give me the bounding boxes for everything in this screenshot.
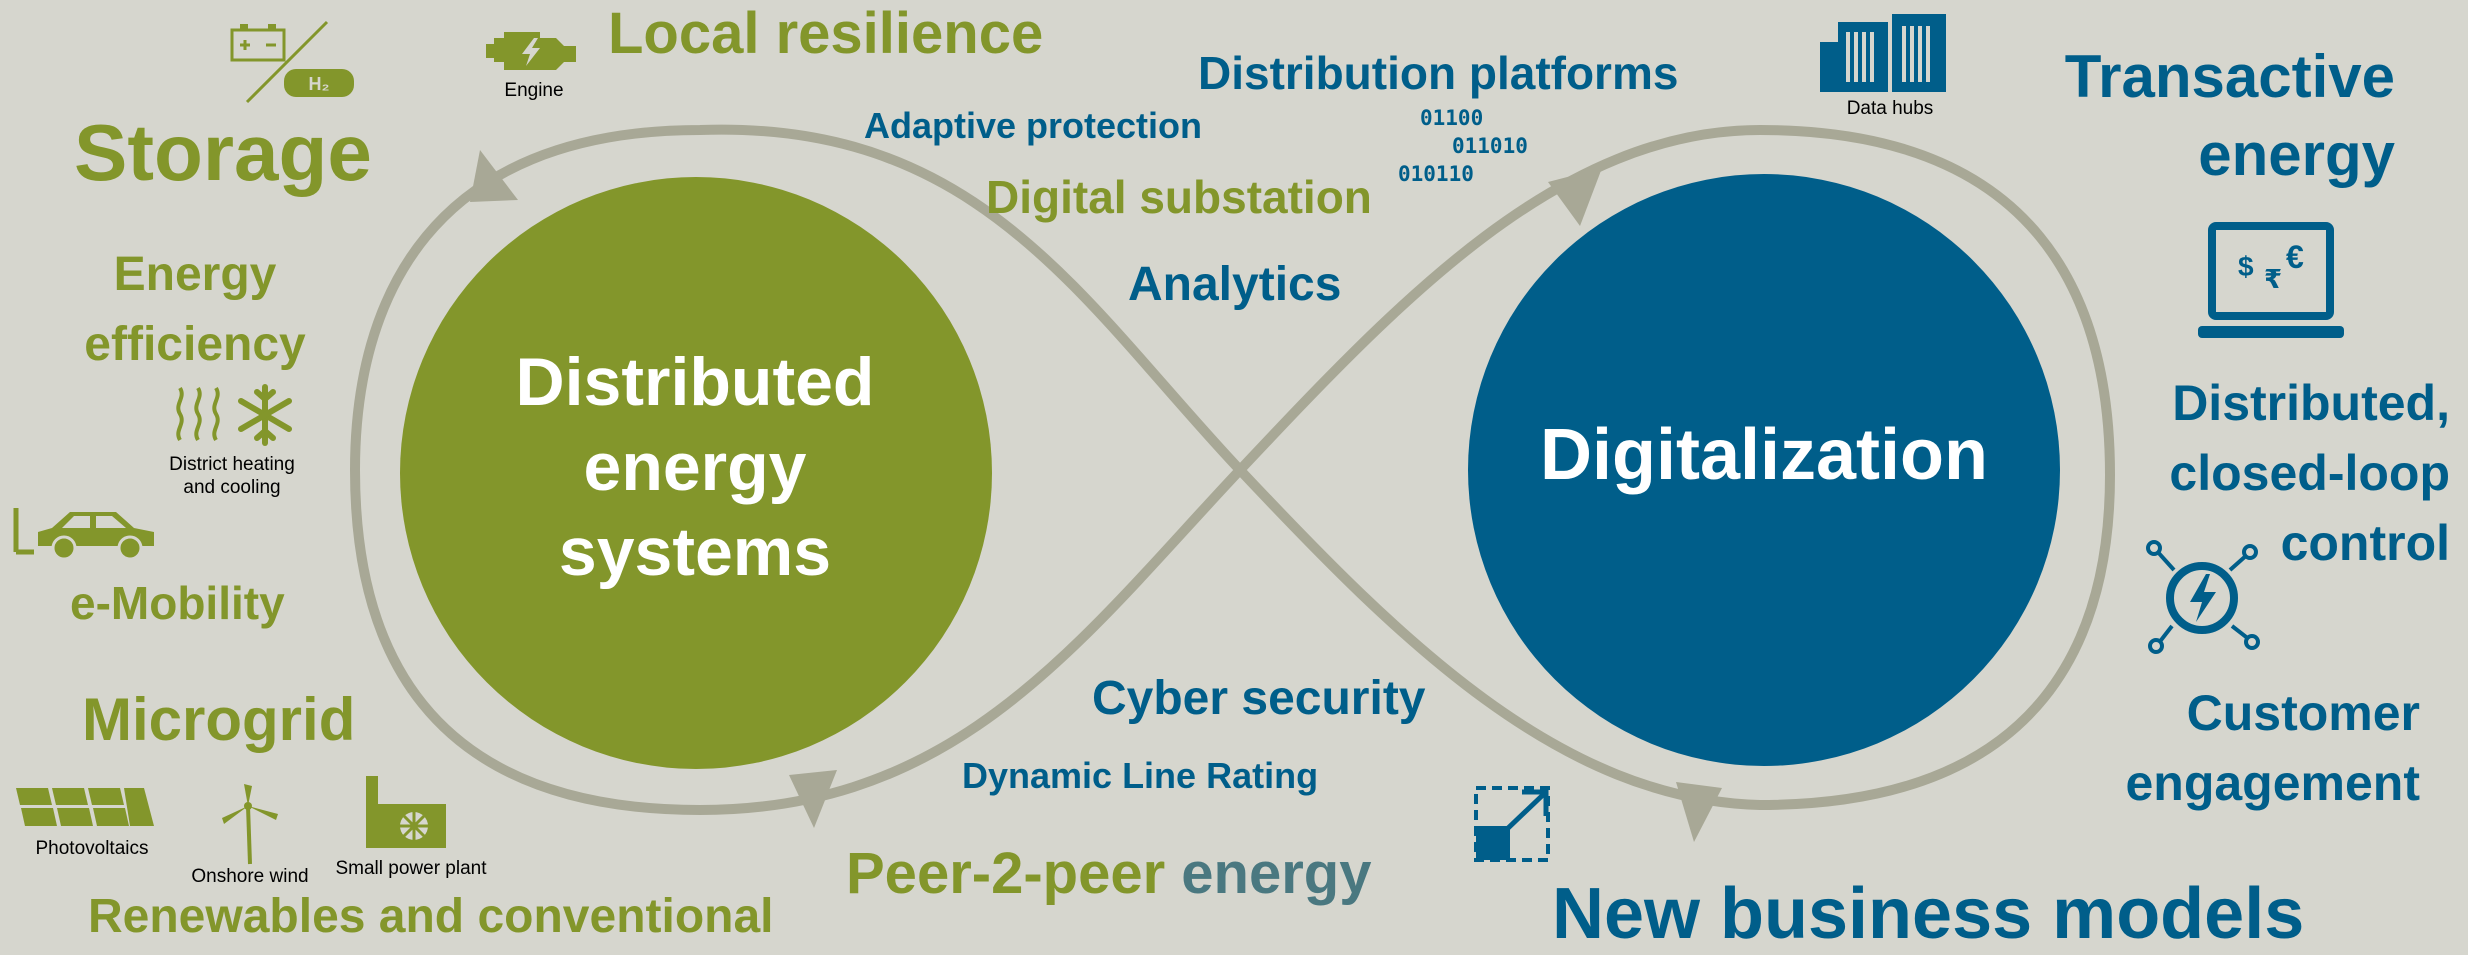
data-hubs-icon (1820, 14, 1946, 92)
peer-part2: energy (1181, 841, 1372, 906)
engine-icon (486, 32, 576, 70)
control-loop-icon (2146, 540, 2260, 654)
arrow-top-left (470, 150, 518, 202)
label-new-business-models: New business models (1552, 874, 2305, 954)
caption-data-hubs: Data hubs (1846, 98, 1934, 119)
label-cyber-security: Cyber security (1092, 672, 1426, 725)
label-distribution-platforms: Distribution platforms (1198, 47, 1679, 99)
binary-line-2: 011010 (1452, 134, 1528, 158)
label-e-mobility: e-Mobility (70, 577, 285, 629)
label-energy-efficiency: Energy efficiency (84, 248, 306, 371)
electric-car-icon (13, 508, 154, 560)
label-digital-substation: Digital substation (986, 171, 1372, 223)
arrow-top-center (1548, 168, 1602, 226)
solar-panel-icon (16, 788, 154, 826)
battery-icon (230, 24, 286, 62)
snowflake-icon (238, 384, 292, 446)
arrow-bottom-right (1676, 782, 1722, 842)
loop-path (349, 124, 2116, 816)
caption-engine: Engine (504, 80, 564, 101)
heat-icon (176, 386, 220, 442)
label-distributed-control: Distributed, closed-loop control (2169, 375, 2450, 571)
label-dynamic-line-rating: Dynamic Line Rating (962, 755, 1319, 796)
circle-right-label: Digitalization (1540, 415, 1988, 495)
binary-line-3: 010110 (1398, 162, 1474, 186)
circle-left (400, 177, 992, 769)
label-microgrid: Microgrid (82, 686, 356, 753)
caption-photovoltaics: Photovoltaics (35, 838, 149, 859)
money-laptop-icon: $ ₹ € (2198, 222, 2344, 338)
currency-euro: € (2286, 239, 2304, 275)
peer-part1: Peer-2-peer (846, 841, 1166, 906)
expand-icon (1474, 786, 1550, 862)
circle-right (1468, 174, 2060, 766)
hydrogen-icon: H₂ (284, 69, 354, 97)
circle-left-label: Distributed energy systems (515, 344, 875, 590)
caption-small-power-plant: Small power plant (335, 858, 487, 879)
label-storage: Storage (74, 108, 372, 197)
label-analytics: Analytics (1128, 258, 1342, 311)
label-renewables: Renewables and conventional (88, 890, 774, 943)
label-peer-2-peer: Peer-2-peer energy (846, 841, 1372, 907)
arrow-bottom-center (789, 770, 837, 828)
hydrogen-symbol: H₂ (309, 74, 330, 94)
binary-line-1: 01100 (1420, 106, 1484, 130)
label-adaptive-protection: Adaptive protection (864, 105, 1203, 146)
label-customer-engagement: Customer engagement (2125, 685, 2420, 811)
label-transactive-energy: Transactive energy (2064, 43, 2395, 188)
wind-turbine-icon (222, 784, 278, 865)
caption-onshore-wind: Onshore wind (191, 866, 309, 887)
currency-dollar: $ (2238, 251, 2254, 282)
slash-divider (245, 20, 329, 104)
caption-district-heating: District heating and cooling (169, 454, 295, 498)
currency-rupee: ₹ (2264, 265, 2282, 295)
power-plant-icon (366, 776, 446, 848)
label-local-resilience: Local resilience (608, 1, 1044, 66)
